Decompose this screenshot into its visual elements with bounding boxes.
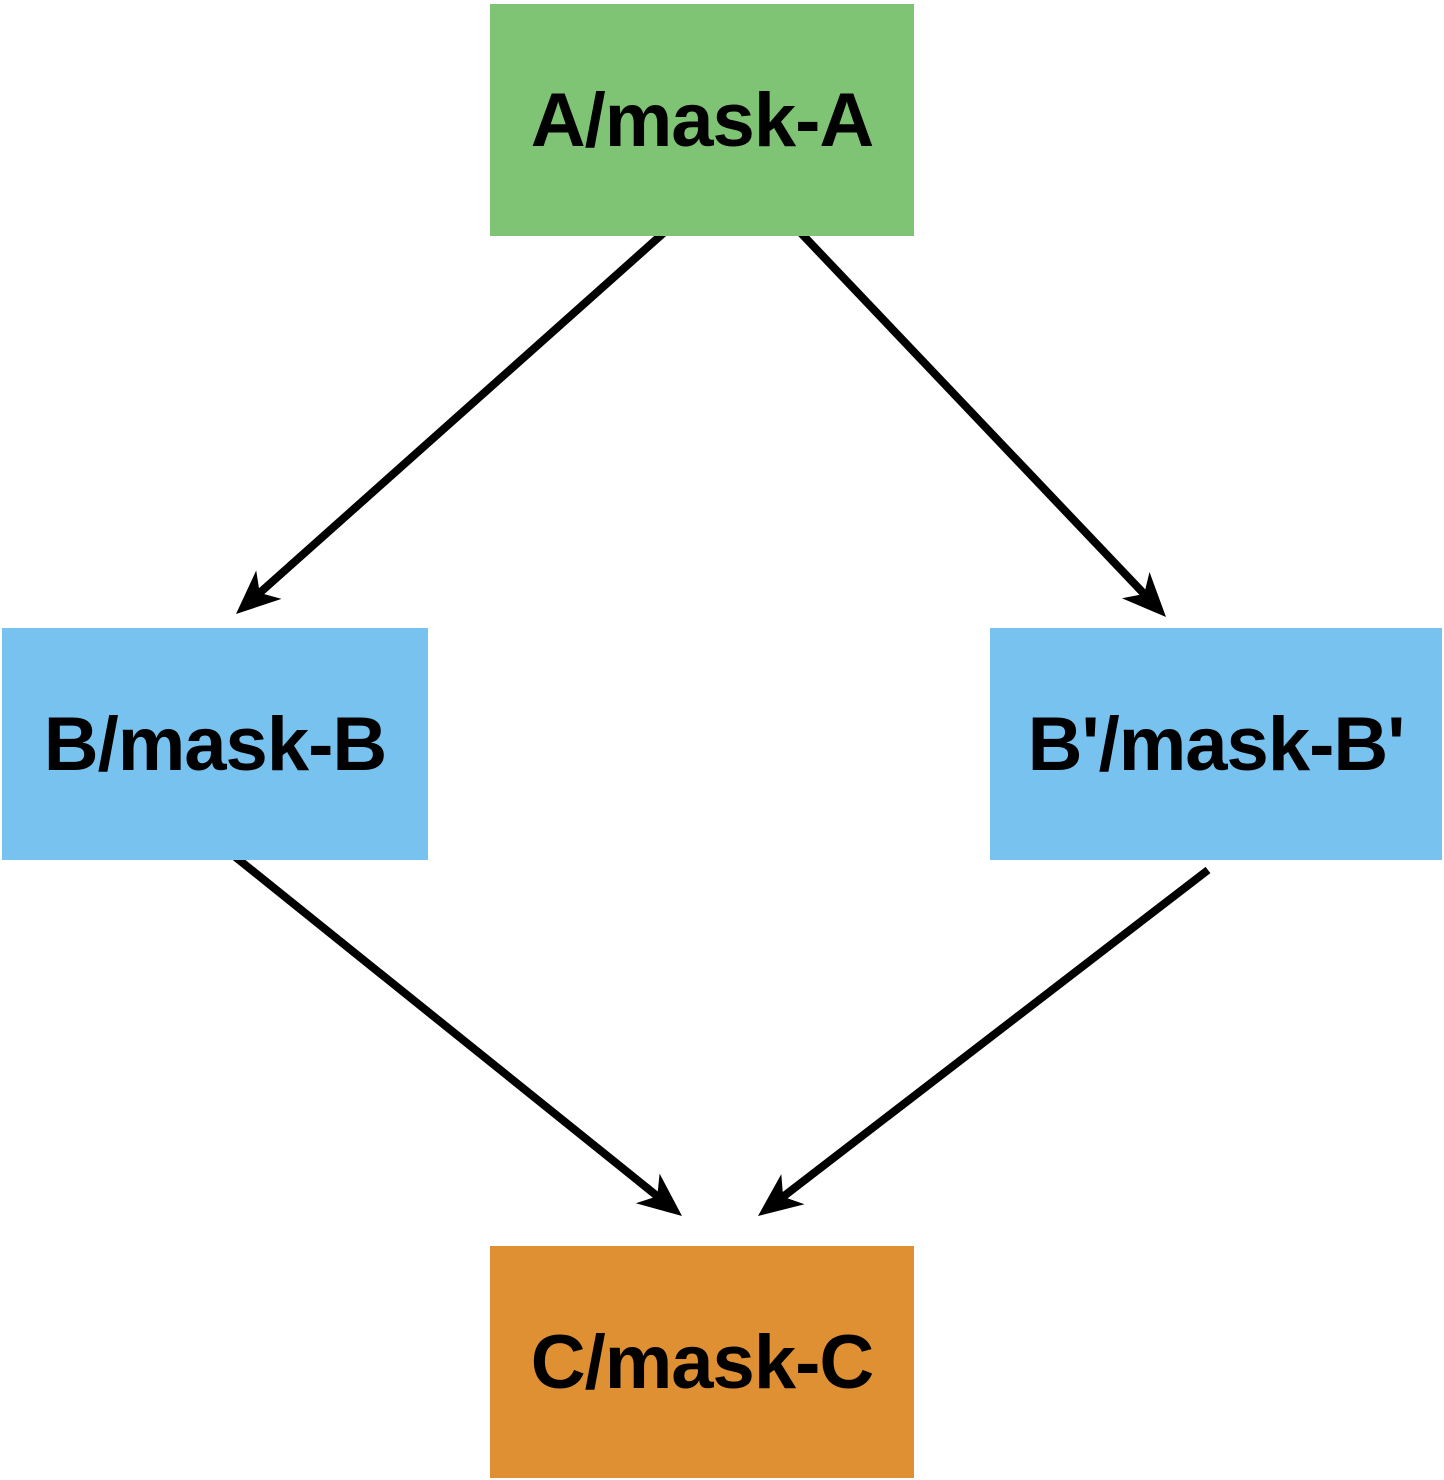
edge-a-to-b: [253, 226, 671, 600]
node-b-label: B/mask-B: [43, 701, 388, 787]
node-c: C/mask-C: [490, 1246, 914, 1478]
edge-b-to-c: [220, 843, 664, 1203]
node-a-label: A/mask-A: [530, 77, 875, 163]
node-b: B/mask-B: [2, 628, 428, 860]
edge-a-to-b-prime: [796, 228, 1151, 601]
arrowhead-b-prime-to-c: [758, 1174, 805, 1216]
node-c-label: C/mask-C: [530, 1319, 875, 1405]
arrowhead-a-to-b-prime: [1121, 572, 1166, 617]
node-a: A/mask-A: [490, 4, 914, 236]
node-b-prime: B'/mask-B': [990, 628, 1442, 860]
node-b-prime-label: B'/mask-B': [1027, 701, 1406, 787]
arrowhead-a-to-b: [236, 570, 282, 614]
edge-b-prime-to-c: [776, 866, 1211, 1204]
arrowhead-b-to-c: [635, 1173, 682, 1216]
